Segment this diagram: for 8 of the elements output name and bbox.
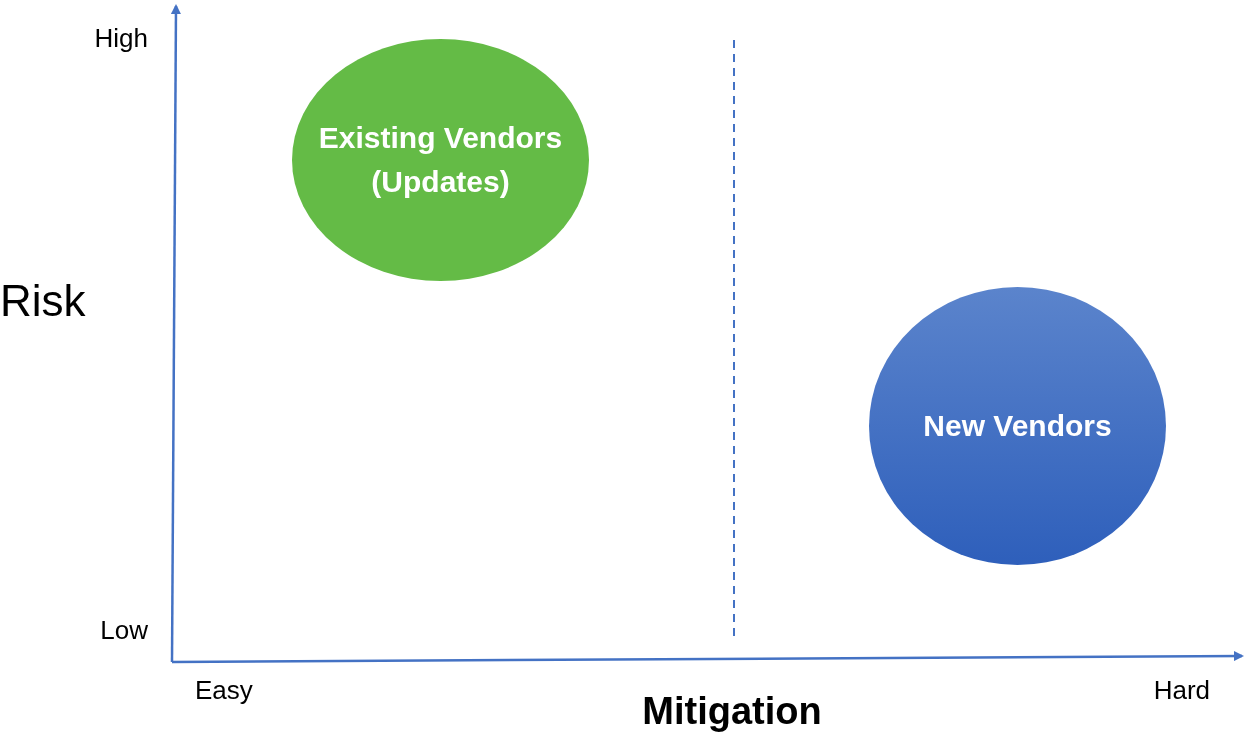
node-label: Existing Vendors (Updates) xyxy=(317,120,564,200)
axis-tick-label: Low xyxy=(100,616,148,646)
axis-tick-label: Easy xyxy=(195,676,253,706)
node-label: New Vendors xyxy=(922,408,1113,444)
axis-tick-label: High xyxy=(94,24,148,54)
axis-tick-label: Hard xyxy=(1153,676,1210,706)
axis-title: Risk xyxy=(0,276,86,327)
axis-title: Mitigation xyxy=(642,690,822,734)
